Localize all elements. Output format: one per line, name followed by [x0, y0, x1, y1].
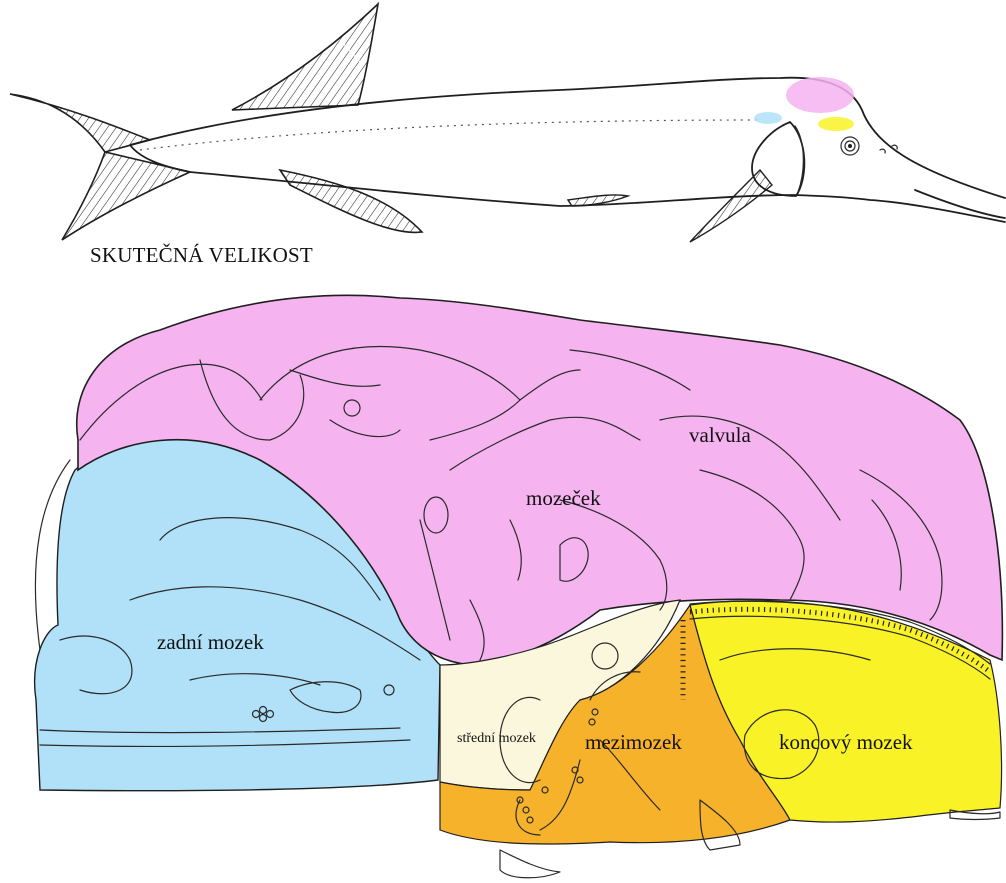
- fish-eye: [841, 137, 859, 155]
- label-midbrain: střední mozek: [457, 731, 536, 746]
- label-cerebellum: mozeček: [526, 486, 601, 510]
- fish-brain-highlight-hindbrain: [754, 112, 782, 124]
- label-telencephalon: koncový mozek: [779, 730, 913, 754]
- brain-diagram: valvula mozeček zadní mozek střední moze…: [35, 295, 1003, 877]
- label-hindbrain: zadní mozek: [157, 630, 264, 654]
- fish-caption: SKUTEČNÁ VELIKOST: [90, 243, 313, 267]
- fish-anal-fin: [280, 170, 422, 232]
- label-diencephalon: mezimozek: [585, 730, 682, 754]
- fish-pectoral-fin: [690, 170, 772, 242]
- fish-illustration: [10, 4, 1005, 242]
- fish-lateral-line: [140, 120, 760, 150]
- fish-tail-lower-lobe: [62, 152, 190, 240]
- fish-tail-upper-lobe: [10, 94, 150, 152]
- fish-brain-highlight-cerebellum: [786, 77, 854, 113]
- label-valvula: valvula: [689, 423, 751, 447]
- fish-brain-highlight-telencephalon: [818, 117, 854, 131]
